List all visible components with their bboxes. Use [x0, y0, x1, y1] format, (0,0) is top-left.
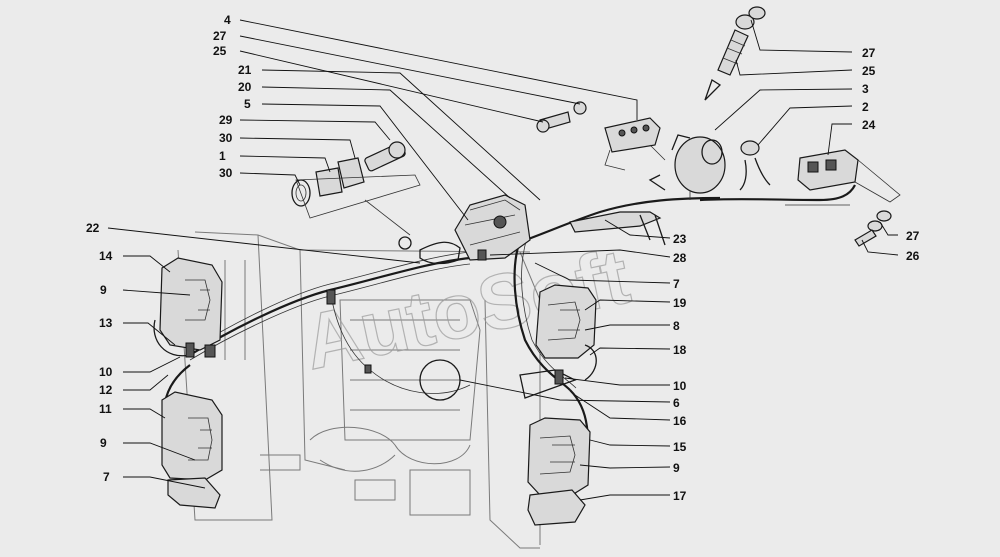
- spark-plug-group: [291, 141, 421, 236]
- callout-23: 23: [673, 232, 687, 246]
- callout-7: 7: [103, 470, 110, 484]
- bolt-and-washer-lower: [854, 210, 892, 247]
- callout-13: 13: [99, 316, 113, 330]
- left-upper-coil-cover: [153, 257, 223, 357]
- left-lower-coil-cover: [161, 391, 223, 509]
- harness-clip: [569, 211, 666, 246]
- callout-17: 17: [673, 489, 687, 503]
- callout-22: 22: [86, 221, 100, 235]
- callout-16: 16: [673, 414, 687, 428]
- callout-9: 9: [100, 283, 107, 297]
- ignition-coil: [648, 134, 726, 200]
- callout-24: 24: [862, 118, 876, 132]
- callout-15: 15: [673, 440, 687, 454]
- sensor: [739, 140, 771, 191]
- callout-20: 20: [238, 80, 252, 94]
- callout-18: 18: [673, 343, 687, 357]
- relay-module: [797, 149, 901, 203]
- harness-clamps: [185, 249, 564, 385]
- callout-30-lower: 30: [219, 166, 233, 180]
- callout-1: 1: [219, 149, 226, 163]
- callout-3: 3: [862, 82, 869, 96]
- callout-6: 6: [673, 396, 680, 410]
- callout-25: 25: [213, 44, 227, 58]
- callout-27-lower-right: 27: [906, 229, 920, 243]
- callout-28: 28: [673, 251, 687, 265]
- callout-labels: 4 27 25 21 20 5 29 30 1 30 22 14 9 13 10…: [86, 13, 920, 503]
- callout-11: 11: [99, 402, 112, 416]
- callout-27: 27: [213, 29, 227, 43]
- callout-10-right: 10: [673, 379, 687, 393]
- callout-9-right: 9: [673, 461, 680, 475]
- callout-8: 8: [673, 319, 680, 333]
- callout-27-top-right: 27: [862, 46, 876, 60]
- callout-21: 21: [238, 63, 252, 77]
- callout-9-lower: 9: [100, 436, 107, 450]
- callout-7-right: 7: [673, 277, 680, 291]
- callout-26: 26: [906, 249, 920, 263]
- connector-block: [604, 117, 666, 171]
- bolt-and-washer-top: [536, 101, 587, 133]
- callout-12: 12: [99, 383, 113, 397]
- callout-5: 5: [244, 97, 251, 111]
- callout-10: 10: [99, 365, 113, 379]
- callout-4: 4: [224, 13, 231, 27]
- callout-14: 14: [99, 249, 113, 263]
- right-upper-coil-cover: [535, 284, 597, 381]
- callout-19: 19: [673, 296, 687, 310]
- callout-25-top-right: 25: [862, 64, 876, 78]
- leader-lines: [107, 19, 899, 501]
- callout-2: 2: [862, 100, 869, 114]
- right-lower-coil-cover: [519, 369, 591, 526]
- bolt-and-washer-upper: [704, 6, 766, 101]
- distributor: [398, 194, 531, 265]
- callout-29: 29: [219, 113, 233, 127]
- callout-30: 30: [219, 131, 233, 145]
